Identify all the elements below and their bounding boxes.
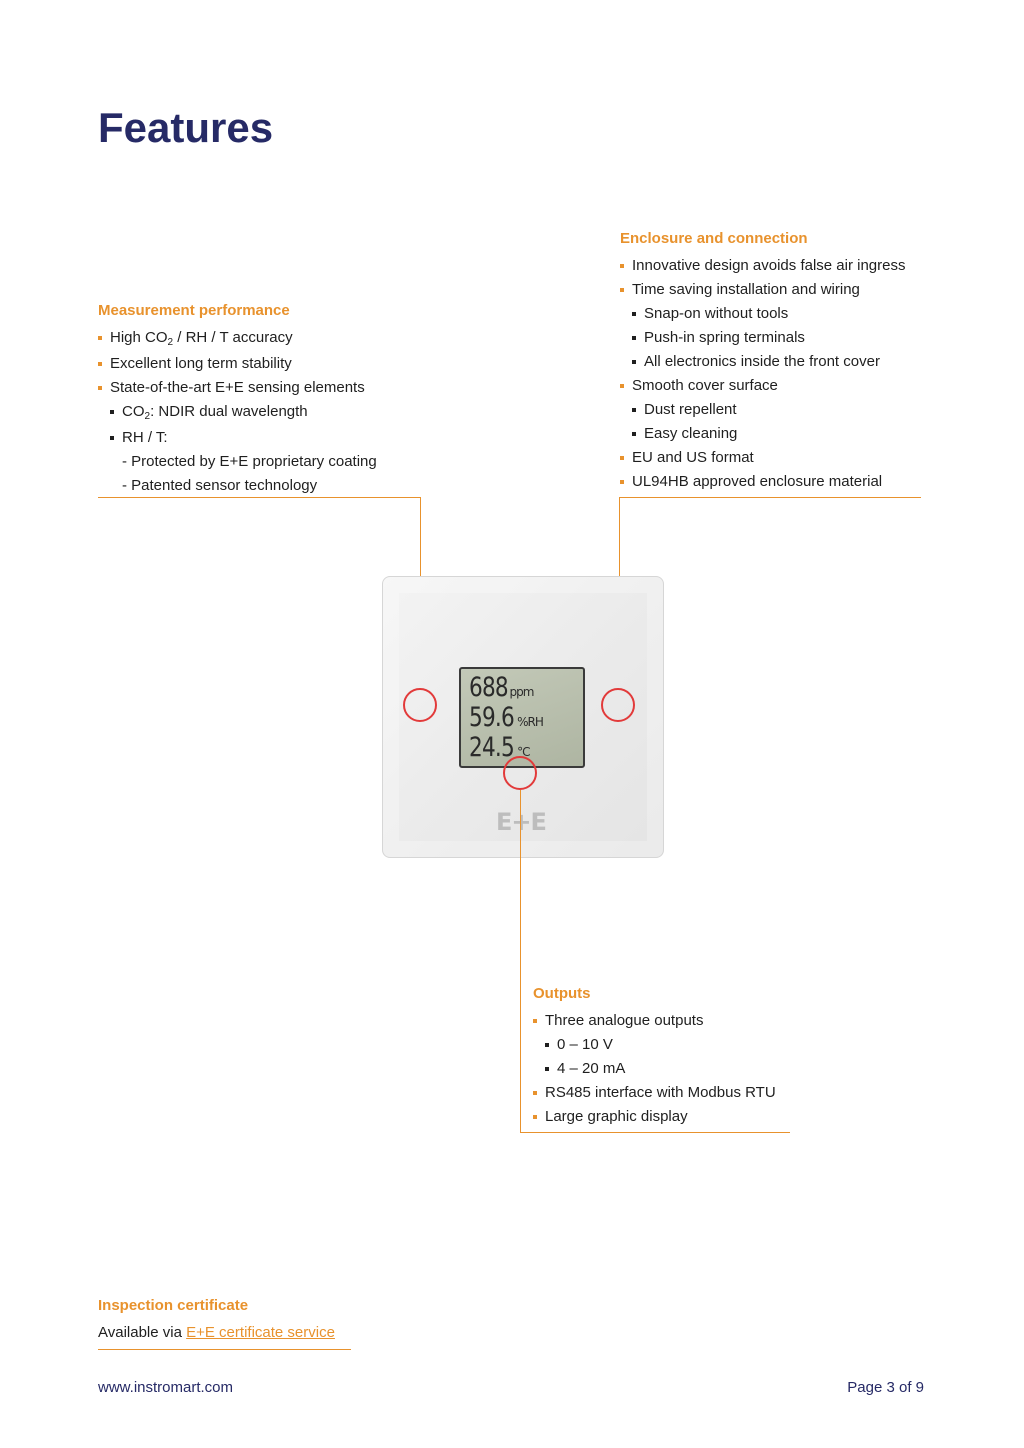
list-item: Innovative design avoids false air ingre… [620, 254, 906, 278]
enclosure-marker-circle [601, 688, 635, 722]
list-item: - Protected by E+E proprietary coating [122, 453, 377, 470]
certificate-service-link[interactable]: E+E certificate service [186, 1324, 335, 1341]
list-item: Smooth cover surface [620, 374, 906, 398]
list-item: RH / T: [98, 426, 377, 450]
list-item: All electronics inside the front cover [620, 350, 906, 374]
list-item: Snap-on without tools [620, 302, 906, 326]
measurement-marker-circle [403, 688, 437, 722]
enclosure-section: Enclosure and connection Innovative desi… [620, 230, 906, 494]
list-item: EU and US format [620, 446, 906, 470]
list-item: 4 – 20 mA [533, 1057, 776, 1081]
display-temp-row: 24.5°C [469, 732, 531, 763]
outputs-marker-circle [503, 756, 537, 790]
list-item: High CO2 / RH / T accuracy [98, 326, 377, 352]
footer-page-number: Page 3 of 9 [847, 1379, 924, 1396]
list-item: UL94HB approved enclosure material [620, 470, 906, 494]
outputs-section: Outputs Three analogue outputs 0 – 10 V … [533, 985, 776, 1129]
outputs-underline [520, 1132, 790, 1133]
list-item: Push-in spring terminals [620, 326, 906, 350]
list-item: Excellent long term stability [98, 352, 377, 376]
measurement-heading: Measurement performance [98, 302, 290, 319]
footer-website: www.instromart.com [98, 1379, 234, 1396]
certificate-heading: Inspection certificate [98, 1297, 249, 1314]
measurement-underline [98, 497, 421, 498]
outputs-leader-line [520, 790, 521, 1132]
enclosure-underline [619, 497, 921, 498]
enclosure-heading: Enclosure and connection [620, 230, 808, 247]
list-item: 0 – 10 V [533, 1033, 776, 1057]
outputs-heading: Outputs [533, 985, 591, 1002]
measurement-performance-section: Measurement performance High CO2 / RH / … [98, 302, 377, 498]
list-item: Large graphic display [533, 1105, 776, 1129]
list-item: - Patented sensor technology [122, 477, 318, 494]
page-title: Features [98, 104, 274, 151]
list-item: Dust repellent [620, 398, 906, 422]
device-logo: E+E [496, 808, 547, 836]
list-item: Easy cleaning [620, 422, 906, 446]
list-item: RS485 interface with Modbus RTU [533, 1081, 776, 1105]
list-item: Three analogue outputs [533, 1009, 776, 1033]
inspection-certificate-section: Inspection certificate Available via E+E… [98, 1297, 335, 1345]
list-item: CO2: NDIR dual wavelength [98, 400, 377, 426]
list-item: State-of-the-art E+E sensing elements [98, 376, 377, 400]
display-rh-row: 59.6%RH [469, 702, 544, 733]
certificate-underline [98, 1349, 351, 1350]
list-item: Time saving installation and wiring [620, 278, 906, 302]
certificate-text: Available via E+E certificate service [98, 1324, 335, 1341]
